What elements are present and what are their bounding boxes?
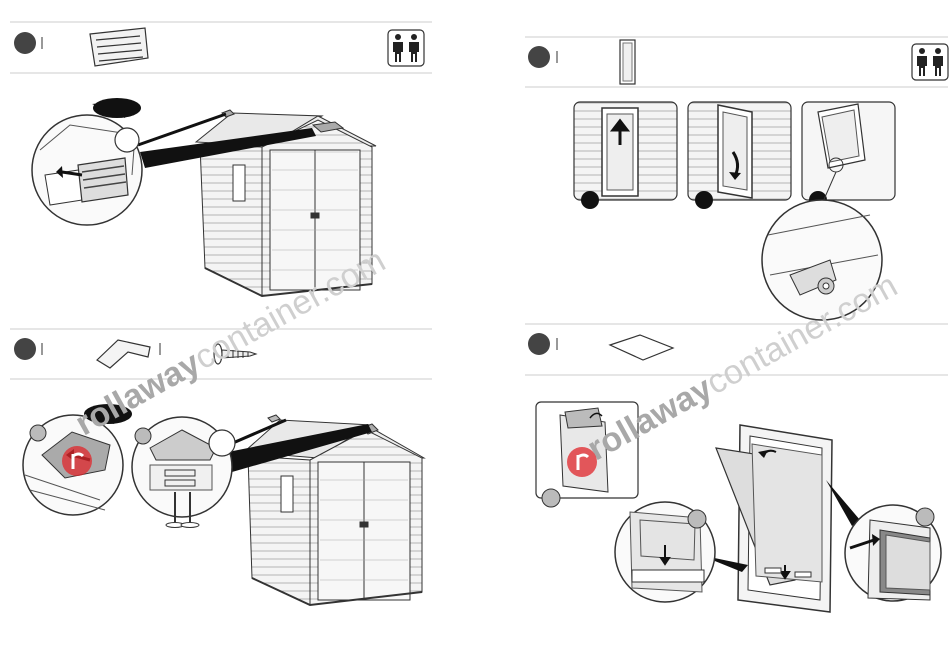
callout-bubble xyxy=(93,98,141,118)
detail-magnifier xyxy=(762,200,882,320)
detail-small-circle xyxy=(115,128,139,152)
watermark-logo-left-icon xyxy=(60,444,94,478)
two-people-icon xyxy=(388,30,424,66)
screw-icon xyxy=(214,344,256,364)
window-frame-part-icon xyxy=(620,40,635,84)
detail-magnifier-right xyxy=(845,505,941,601)
step-vent-cap xyxy=(10,22,432,296)
window-panel-2 xyxy=(688,102,791,209)
step-number-circle xyxy=(14,32,36,54)
step-number-circle xyxy=(528,46,550,68)
two-people-icon xyxy=(912,44,948,80)
step-number-circle xyxy=(528,333,550,355)
detail-magnifier-b xyxy=(132,417,235,528)
watermark-logo-right-icon xyxy=(565,445,599,479)
detail-magnifier-left xyxy=(615,502,715,602)
vent-part-icon xyxy=(90,28,148,66)
window-panel-1 xyxy=(574,102,677,209)
callout-bubble xyxy=(84,404,132,424)
window-frame-assembly xyxy=(716,425,832,612)
ridge-cap-part-icon xyxy=(97,340,150,368)
window-panel-3 xyxy=(802,102,895,209)
pane-part-icon xyxy=(610,335,673,360)
step-number-circle xyxy=(14,338,36,360)
step-window-frame xyxy=(525,37,948,320)
